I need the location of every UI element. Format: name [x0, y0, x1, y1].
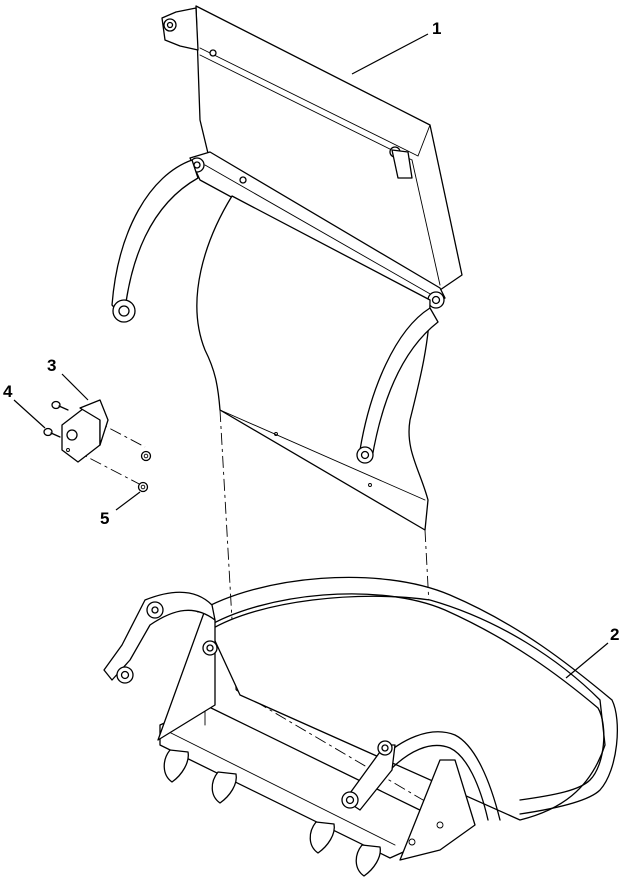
- skid-cone-4: [355, 844, 381, 877]
- callout-2: 2: [565, 625, 619, 679]
- right-side-plate: [399, 759, 476, 861]
- callout-label-4: 4: [3, 382, 13, 401]
- callout-5: 5: [100, 491, 141, 528]
- mounting-bracket: [61, 399, 109, 463]
- callout-label-5: 5: [100, 509, 109, 528]
- tray-floor: [209, 595, 606, 821]
- skid-cone-2: [211, 771, 237, 804]
- tube-frame: [197, 576, 618, 815]
- callout-label-2: 2: [610, 625, 619, 644]
- left-strap: [111, 159, 199, 319]
- callout-1: 1: [351, 19, 441, 75]
- callout-label-3: 3: [47, 356, 56, 375]
- lower-tray-frame-assembly: [103, 576, 618, 877]
- upper-shield-assembly: [111, 5, 463, 531]
- nuts: [137, 450, 152, 493]
- hinge-bar: [189, 151, 446, 306]
- skid-cone-1: [163, 749, 189, 783]
- callout-4: 4: [3, 382, 46, 429]
- callout-3: 3: [47, 356, 89, 401]
- skid-cone-3: [309, 821, 335, 854]
- bolts: [43, 400, 69, 438]
- callout-label-1: 1: [432, 19, 441, 38]
